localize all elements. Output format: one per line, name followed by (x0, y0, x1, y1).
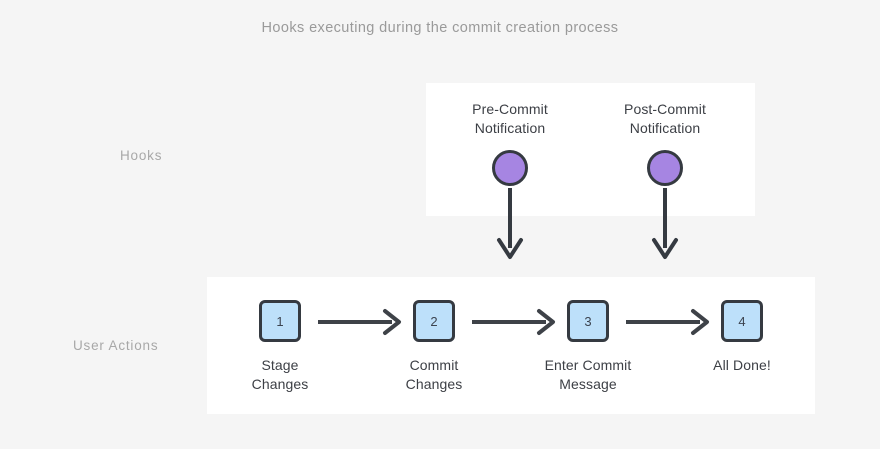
hook-node-post-commit[interactable]: Post-Commit Notification (575, 100, 755, 186)
step-label-line2: Changes (405, 376, 463, 392)
step-label-line2: Changes (251, 376, 309, 392)
hook-circle-icon (647, 150, 683, 186)
step-number-badge: 2 (413, 300, 455, 342)
step-label-line1: All Done! (713, 357, 771, 373)
step-label-line1: Stage (261, 357, 299, 373)
step-label: Enter Commit Message (528, 356, 648, 394)
step-item-4[interactable]: 4 All Done! (682, 300, 802, 375)
hook-circle-icon (492, 150, 528, 186)
step-label: Stage Changes (220, 356, 340, 394)
step-label-line2: Message (559, 376, 617, 392)
hooks-panel (426, 83, 755, 216)
row-label-user-actions: User Actions (73, 338, 159, 353)
step-label: Commit Changes (374, 356, 494, 394)
hook-label-post-commit: Post-Commit Notification (575, 100, 755, 138)
step-label-line1: Enter Commit (544, 357, 632, 373)
hook-label-line2: Notification (474, 120, 546, 136)
user-actions-panel (207, 277, 815, 414)
step-item-3[interactable]: 3 Enter Commit Message (528, 300, 648, 394)
step-number-badge: 3 (567, 300, 609, 342)
page-title: Hooks executing during the commit creati… (261, 20, 619, 36)
hook-label-pre-commit: Pre-Commit Notification (420, 100, 600, 138)
hook-label-line2: Notification (629, 120, 701, 136)
step-number-badge: 1 (259, 300, 301, 342)
step-item-2[interactable]: 2 Commit Changes (374, 300, 494, 394)
step-item-1[interactable]: 1 Stage Changes (220, 300, 340, 394)
hook-node-pre-commit[interactable]: Pre-Commit Notification (420, 100, 600, 186)
hook-label-line1: Post-Commit (624, 101, 706, 117)
step-label: All Done! (682, 356, 802, 375)
step-label-line1: Commit (409, 357, 459, 373)
row-label-hooks: Hooks (120, 148, 163, 163)
hook-label-line1: Pre-Commit (472, 101, 548, 117)
step-number-badge: 4 (721, 300, 763, 342)
